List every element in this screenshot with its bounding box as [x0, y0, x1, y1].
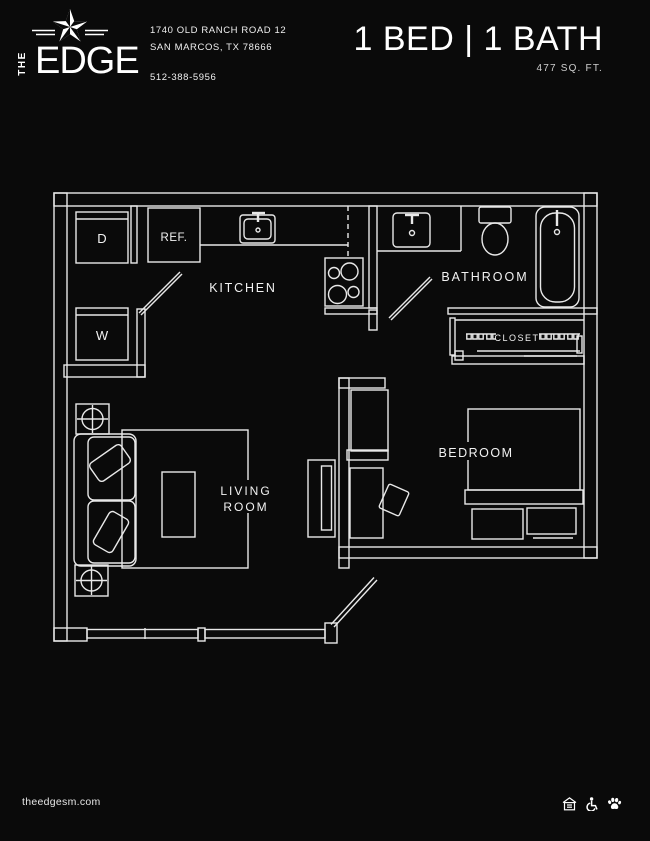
wall-bottom-left-piece	[53, 627, 88, 642]
wall-laundry-right	[136, 308, 146, 378]
coffee-table	[161, 471, 196, 538]
unit-title: 1 BED | 1 BATH	[353, 20, 603, 58]
label-closet: CLOSET	[494, 333, 539, 343]
washer-box	[75, 307, 129, 361]
handicap-accessible-icon	[586, 797, 598, 811]
label-washer: W	[96, 328, 109, 343]
address-line2: SAN MARCOS, TX 78666	[150, 41, 273, 53]
logo-name: EDGE	[35, 40, 140, 82]
laundry-door-leaf	[138, 271, 183, 316]
equal-housing-opportunity-icon	[562, 797, 577, 811]
wall-bedroom-top-stub	[338, 377, 386, 389]
wall-bedroom-left	[338, 377, 350, 569]
fridge-box	[147, 207, 201, 263]
sofa	[73, 433, 137, 567]
unit-summary: 1 BED | 1 BATH 477 SQ. FT.	[354, 22, 604, 74]
kitchen-sink	[239, 211, 276, 244]
wall-right	[583, 192, 598, 559]
label-kitchen: KITCHEN	[209, 281, 276, 295]
desk	[349, 467, 384, 539]
wall-bottom-mid-piece	[197, 627, 206, 642]
wall-bedroom-top	[451, 355, 585, 365]
toilet	[478, 206, 512, 256]
bathroom-sink	[392, 212, 431, 248]
wall-left	[53, 192, 68, 642]
window-living-1	[86, 628, 199, 639]
label-living-line1: LIVING	[220, 484, 271, 498]
label-dryer: D	[97, 231, 106, 246]
label-bathroom: BATHROOM	[441, 270, 528, 284]
bed	[464, 408, 584, 540]
end-table-lamp-top	[75, 403, 110, 435]
label-bedroom: BEDROOM	[438, 446, 513, 460]
label-fridge: REF.	[161, 232, 188, 244]
bathroom-door-leaf	[388, 276, 433, 321]
wall-bedroom-bottom	[338, 546, 598, 559]
dryer-box	[75, 211, 129, 264]
unit-area: 477 SQ. FT.	[536, 63, 603, 74]
stove	[324, 257, 364, 307]
address-line1: 1740 OLD RANCH ROAD 12	[150, 25, 287, 36]
wall-kitchen-bath	[368, 205, 378, 309]
wall-bath-door-post	[368, 309, 378, 331]
pet-friendly-icon	[608, 797, 622, 810]
entry-door-leaf	[330, 577, 378, 628]
amenity-icons	[562, 797, 622, 811]
lone-star-icon	[32, 9, 108, 42]
tv-console	[307, 459, 336, 538]
website-link[interactable]: theedgesm.com	[22, 796, 101, 808]
phone-number: 512-388-5956	[150, 72, 217, 84]
bathtub	[535, 206, 580, 308]
property-address: 1740 OLD RANCH ROAD 12 SAN MARCOS, TX 78…	[150, 23, 286, 87]
wall-laundry-divider	[130, 205, 138, 264]
wall-top	[53, 192, 598, 207]
desk-chair	[378, 483, 410, 517]
label-living-line2: ROOM	[223, 500, 268, 514]
wall-bathroom-south	[447, 307, 598, 315]
end-table-lamp-bottom	[74, 564, 109, 597]
entry-door-post	[324, 622, 338, 644]
window-living-2	[204, 628, 326, 639]
dresser	[346, 389, 389, 461]
wall-laundry-bottom	[63, 364, 146, 378]
